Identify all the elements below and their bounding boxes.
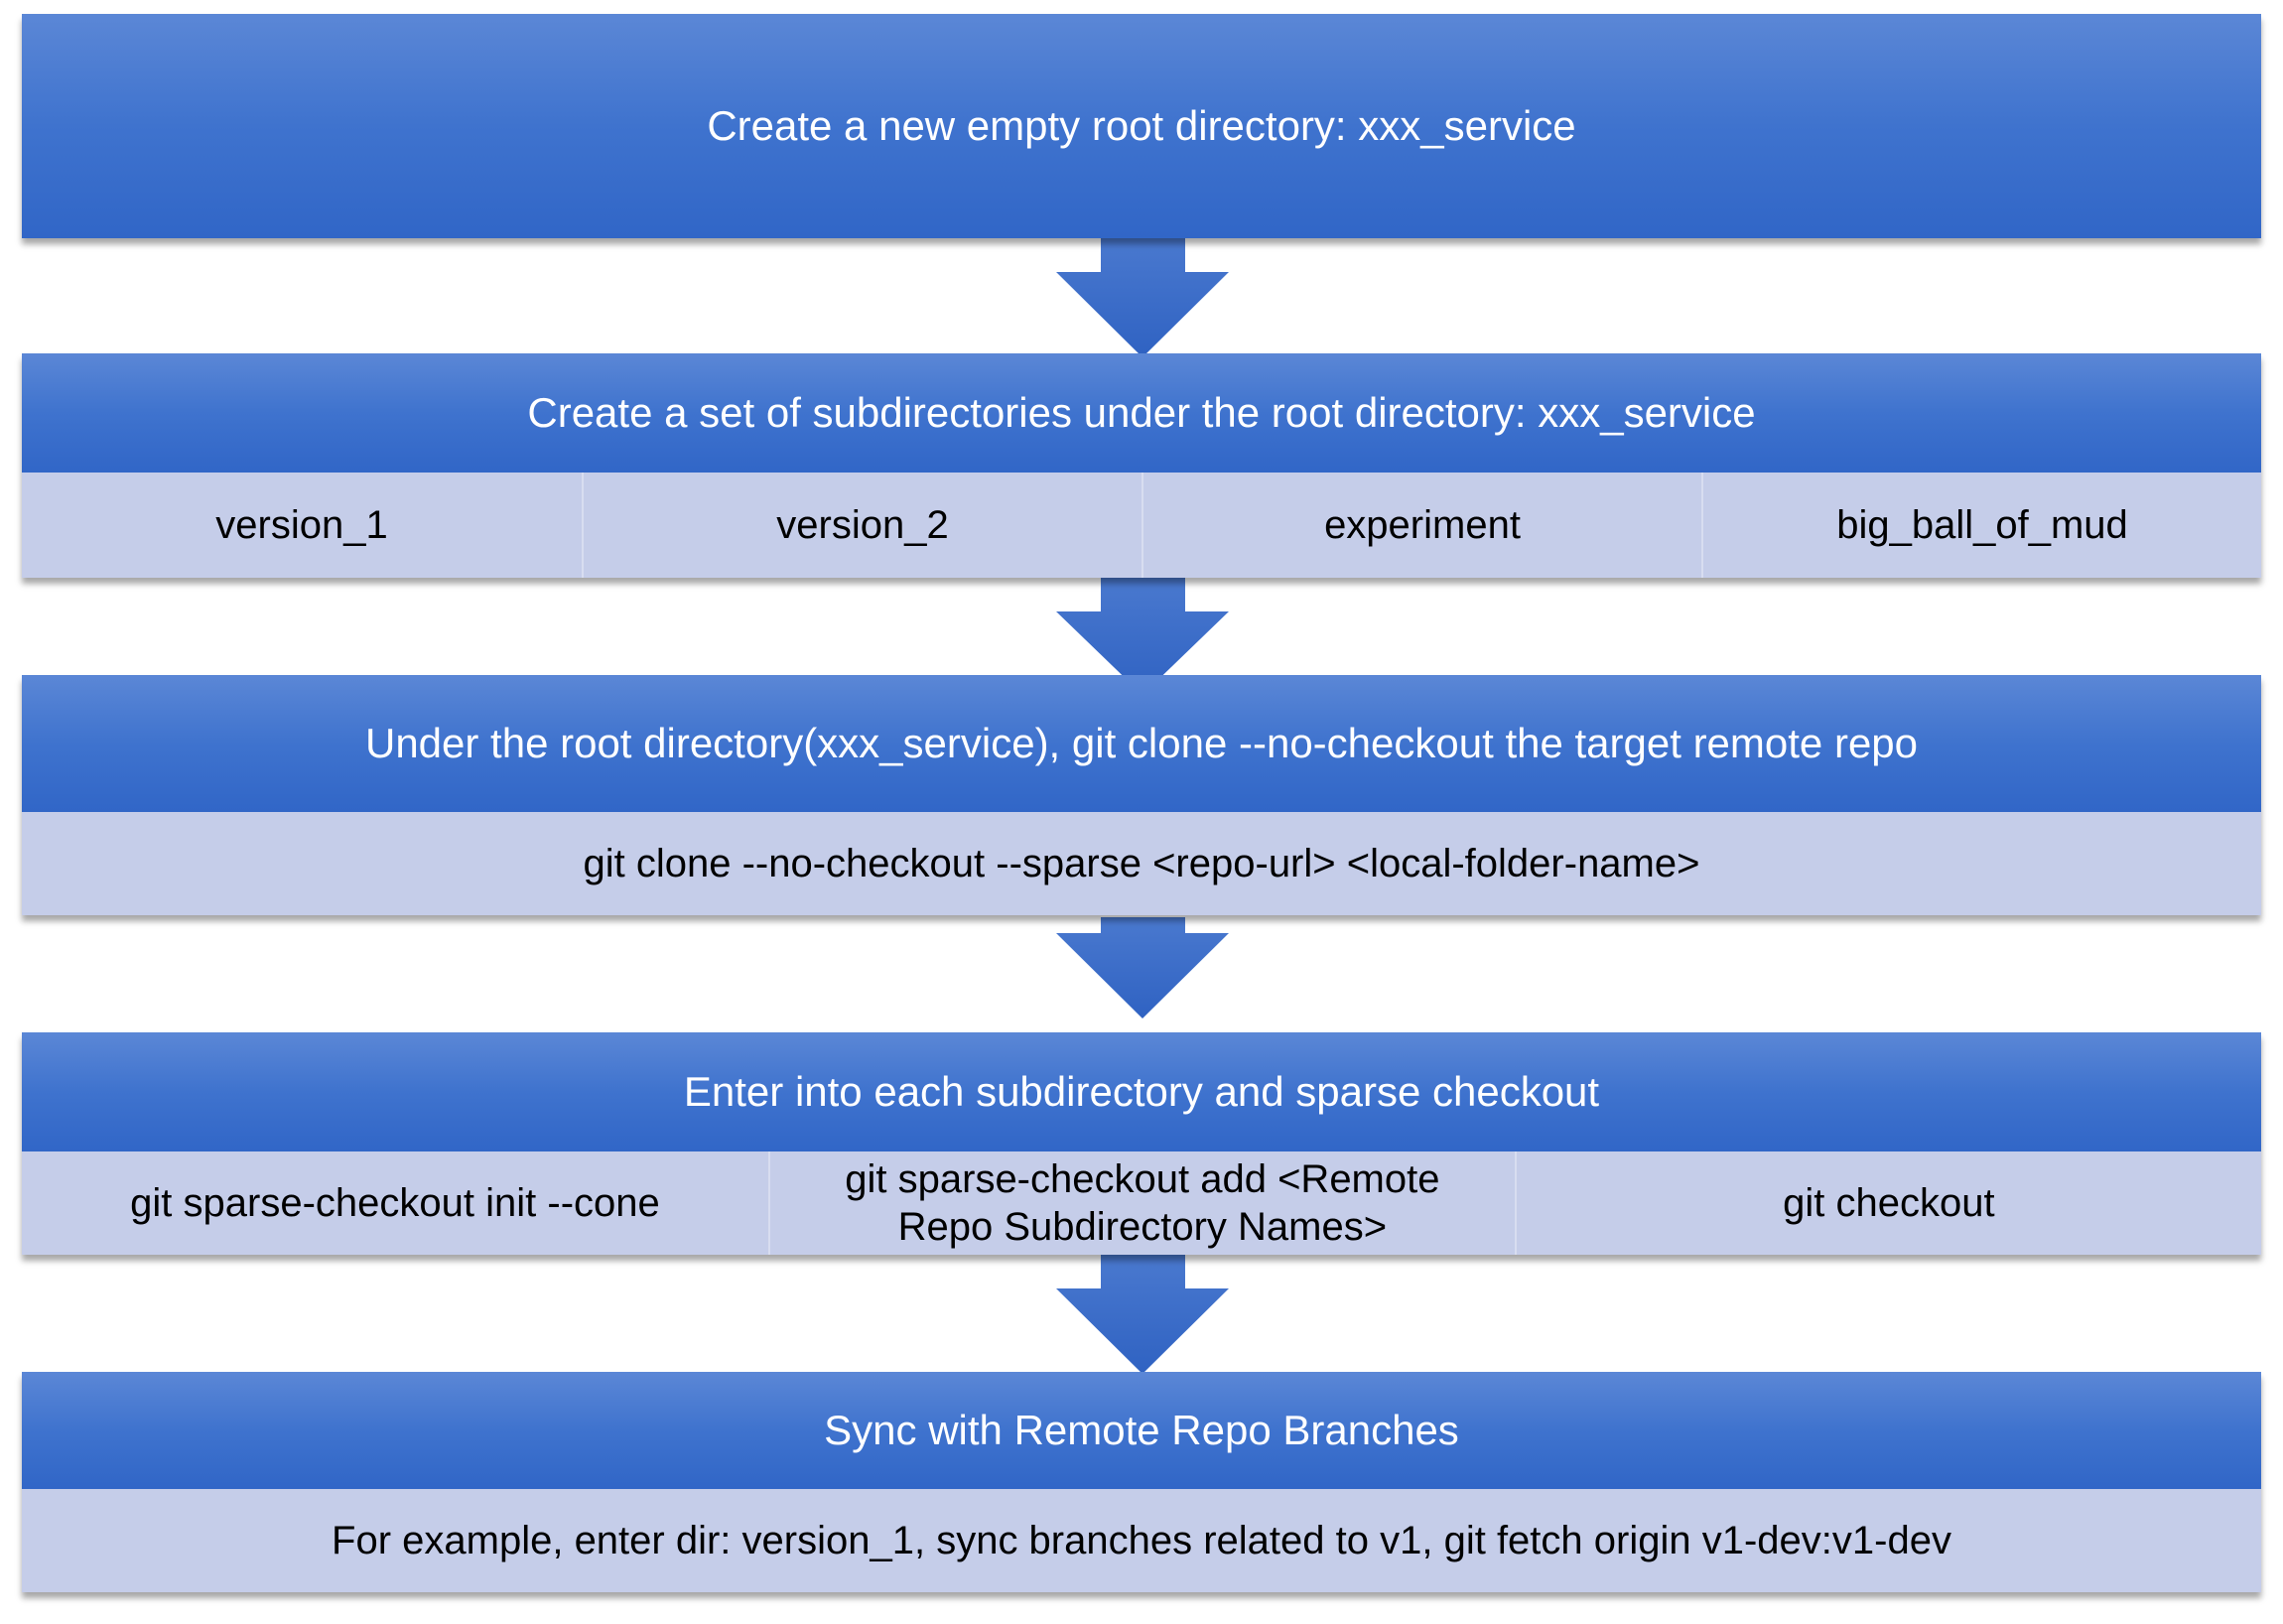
step-4-title: Enter into each subdirectory and sparse … <box>22 1032 2261 1151</box>
example-cell: For example, enter dir: version_1, sync … <box>332 1519 1951 1562</box>
step-5-title: Sync with Remote Repo Branches <box>22 1372 2261 1489</box>
step-4-block: Enter into each subdirectory and sparse … <box>22 1032 2261 1255</box>
step-1-block: Create a new empty root directory: xxx_s… <box>22 14 2261 238</box>
step-2-title: Create a set of subdirectories under the… <box>22 353 2261 473</box>
command-cell: git checkout <box>1514 1151 2261 1255</box>
step-3-block: Under the root directory(xxx_service), g… <box>22 675 2261 915</box>
subdirectory-cell: experiment <box>1142 473 1701 578</box>
arrow-down-icon <box>1056 917 1229 1018</box>
arrow-down-icon <box>1056 1255 1229 1374</box>
subdirectory-cell: big_ball_of_mud <box>1701 473 2261 578</box>
arrow-down-icon <box>1056 238 1229 357</box>
step-4-command-row: git sparse-checkout init --cone git spar… <box>22 1151 2261 1255</box>
step-3-command-row: git clone --no-checkout --sparse <repo-u… <box>22 812 2261 915</box>
step-1-title: Create a new empty root directory: xxx_s… <box>22 14 2261 238</box>
command-cell: git sparse-checkout init --cone <box>130 1181 660 1225</box>
step-2-subdirectories: version_1 version_2 experiment big_ball_… <box>22 473 2261 578</box>
step-2-block: Create a set of subdirectories under the… <box>22 353 2261 578</box>
subdirectory-cell: version_1 <box>215 503 388 547</box>
command-cell: git sparse-checkout add <Remote Repo Sub… <box>767 1151 1515 1255</box>
step-5-block: Sync with Remote Repo Branches For examp… <box>22 1372 2261 1592</box>
step-5-example-row: For example, enter dir: version_1, sync … <box>22 1489 2261 1592</box>
subdirectory-cell: version_2 <box>582 473 1142 578</box>
command-cell: git clone --no-checkout --sparse <repo-u… <box>583 842 1700 885</box>
step-3-title: Under the root directory(xxx_service), g… <box>22 675 2261 812</box>
